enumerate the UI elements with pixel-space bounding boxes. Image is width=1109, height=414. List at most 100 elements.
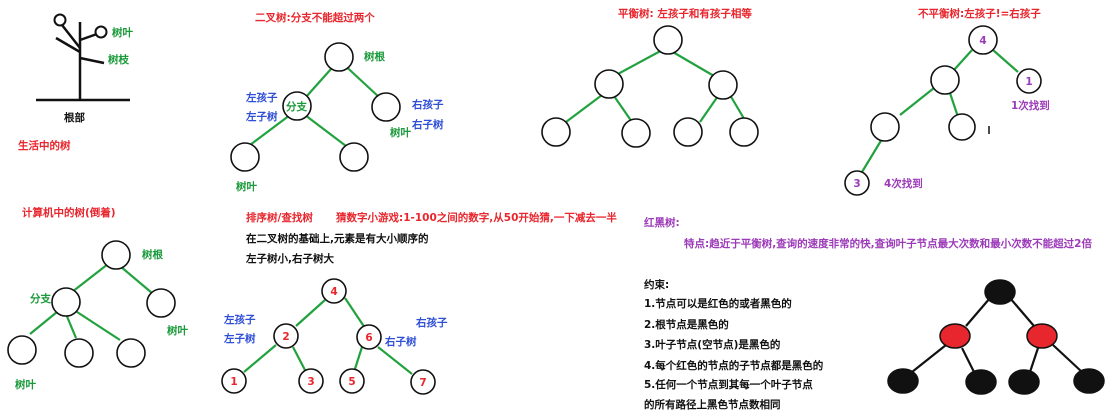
rbt-leaf-2 bbox=[966, 370, 996, 394]
edge-rbt-l-lr bbox=[962, 348, 974, 372]
sorted-left-child-label: 左孩子 bbox=[223, 313, 256, 326]
computer-left-node bbox=[52, 288, 80, 316]
binary-rightleaf-node bbox=[340, 143, 368, 171]
fruit-left bbox=[55, 15, 66, 26]
edge-left-rightleaf bbox=[305, 115, 346, 146]
computer-root-node bbox=[102, 241, 130, 269]
edge-comp-l-2 bbox=[66, 314, 76, 338]
binary-root-node bbox=[325, 43, 353, 71]
binary-right-child-label: 右孩子 bbox=[411, 98, 444, 111]
sorted-right-subtree-label: 右子树 bbox=[384, 335, 417, 348]
rbt-right-node bbox=[1027, 324, 1057, 348]
edge-sort-r-rl bbox=[354, 347, 362, 372]
rbt-drawing bbox=[888, 280, 1104, 394]
rbt-constraint-1: 1.节点可以是红色的或者黑色的 bbox=[644, 297, 792, 310]
rbt-constraint-4: 4.每个红色的节点的子节点都是黑色的 bbox=[644, 359, 823, 372]
twig-right bbox=[80, 34, 97, 40]
sorted-tree-title: 排序树/查找树 bbox=[246, 211, 313, 224]
binary-branch-node-label: 分支 bbox=[286, 100, 307, 113]
rbt-leaf-3 bbox=[1009, 370, 1039, 394]
unbalanced-root-value: 4 bbox=[979, 35, 986, 47]
twig-left bbox=[62, 25, 80, 48]
unbalanced-right-note: 1次找到 bbox=[1011, 99, 1050, 112]
rbt-leaf-1 bbox=[888, 369, 918, 393]
sorted-desc-line2: 左子树小,右子树大 bbox=[245, 252, 334, 265]
edge-rbt-r-rl bbox=[1030, 348, 1038, 372]
sorted-lr-value: 3 bbox=[307, 376, 314, 388]
sorted-right-child-label: 右孩子 bbox=[415, 316, 448, 329]
sorted-desc-line1: 在二叉树的基础上,元素是有大小顺序的 bbox=[246, 232, 429, 245]
unbalanced-ll-node bbox=[871, 113, 899, 141]
edge-comp-root-left bbox=[72, 264, 108, 292]
sorted-rr-value: 7 bbox=[419, 377, 426, 389]
edge-sort-l-lr bbox=[293, 347, 306, 372]
edge-sort-l-ll bbox=[244, 345, 276, 372]
balanced-tree-title: 平衡树: 左孩子和有孩子相等 bbox=[618, 7, 752, 20]
binary-tree-title: 二叉树:分支不能超过两个 bbox=[255, 11, 375, 24]
sorted-root-value: 4 bbox=[330, 286, 337, 298]
edge-sort-root-right bbox=[345, 298, 365, 328]
natural-leaf-label: 树叶 bbox=[112, 26, 133, 39]
edge-rbt-root-right bbox=[1010, 298, 1034, 326]
edge-comp-l-1 bbox=[30, 312, 57, 334]
binary-bottom-leaf-label: 树叶 bbox=[236, 180, 257, 193]
edge-bal-l-lr bbox=[614, 96, 632, 122]
rbt-constraint-2: 2.根节点是黑色的 bbox=[644, 318, 729, 331]
sorted-rl-value: 5 bbox=[348, 376, 355, 388]
unbalanced-lr-node bbox=[949, 114, 975, 140]
sorted-ll-value: 1 bbox=[230, 376, 237, 388]
computer-root-label: 树根 bbox=[142, 248, 163, 261]
balanced-rr-node bbox=[730, 118, 758, 146]
computer-leaf-3 bbox=[117, 339, 145, 367]
computer-leaf-2 bbox=[65, 339, 93, 367]
binary-left-subtree-label: 左子树 bbox=[245, 110, 278, 123]
binary-root-label: 树根 bbox=[364, 50, 385, 63]
unbalanced-tree-title: 不平衡树:左孩子!=右孩子 bbox=[918, 7, 1041, 20]
rbt-title: 红黑树: bbox=[644, 216, 680, 229]
balanced-root-node bbox=[654, 26, 682, 54]
guess-game-text: 猜数字小游戏:1-100之间的数字,从50开始猜,一下减去一半 bbox=[335, 211, 617, 224]
binary-leftleaf-node bbox=[231, 143, 259, 171]
rbt-leaf-4 bbox=[1074, 369, 1104, 393]
edge-comp-l-3 bbox=[74, 310, 120, 340]
edge-sort-r-rr bbox=[378, 347, 412, 374]
balanced-rl-node bbox=[674, 118, 702, 146]
computer-bottom-leaf-label: 树叶 bbox=[15, 378, 36, 391]
natural-root-label: 根部 bbox=[64, 111, 85, 124]
natural-tree-caption: 生活中的树 bbox=[18, 139, 71, 152]
edge-rbt-l-ll bbox=[912, 345, 946, 372]
binary-left-child-label: 左孩子 bbox=[245, 91, 278, 104]
unbalanced-left-node bbox=[931, 66, 959, 94]
rbt-constraint-5: 5.任何一个节点到其每一个叶子节点 bbox=[644, 378, 813, 391]
edge-comp-root-right bbox=[120, 266, 152, 293]
edge-unb-root-left bbox=[954, 50, 972, 70]
computer-branch-label: 分支 bbox=[30, 292, 51, 305]
rbt-constraint-3: 3.叶子节点(空节点)是黑色的 bbox=[644, 338, 780, 351]
edge-sort-root-left bbox=[296, 300, 325, 326]
balanced-left-node bbox=[595, 70, 623, 98]
edge-unb-l-ll bbox=[900, 88, 934, 115]
unbalanced-deep-note: 4次找到 bbox=[884, 177, 923, 190]
edge-rbt-r-rr bbox=[1053, 345, 1082, 372]
branch-right bbox=[80, 58, 104, 63]
unbalanced-deep-value: 3 bbox=[853, 178, 860, 190]
natural-branch-label: 树枝 bbox=[108, 53, 129, 66]
edge-unb-l-lr bbox=[950, 93, 958, 117]
unbalanced-right-value: 1 bbox=[1025, 76, 1032, 88]
computer-tree-caption: 计算机中的树(倒着) bbox=[22, 206, 116, 219]
rbt-root-node bbox=[985, 280, 1015, 304]
rbt-left-node bbox=[940, 324, 970, 348]
edge-bal-root-left bbox=[616, 48, 666, 75]
edge-bal-l-ll bbox=[566, 95, 602, 122]
computer-right-leaf-label: 树叶 bbox=[167, 324, 188, 337]
balanced-lr-node bbox=[622, 119, 650, 147]
rbt-constraints-title: 约束: bbox=[644, 278, 669, 291]
edge-rbt-root-left bbox=[966, 298, 990, 326]
rbt-feature: 特点:趋近于平衡树,查询的速度非常的快,查询叶子节点最大次数和最小次数不能超过2… bbox=[684, 237, 1092, 250]
rbt-constraint-6: 的所有路径上黑色节点数相同 bbox=[644, 398, 781, 411]
computer-right-node bbox=[147, 289, 175, 317]
binary-right-node bbox=[372, 93, 400, 121]
edge-unb-ll-deep bbox=[862, 139, 882, 172]
sorted-left-subtree-label: 左子树 bbox=[223, 332, 256, 345]
